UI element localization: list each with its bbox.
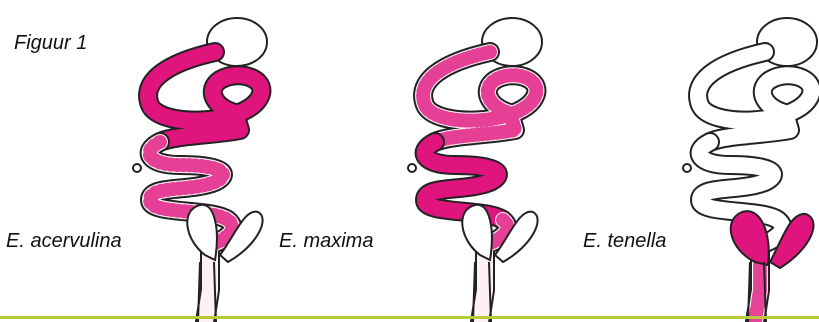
yolk-stalk-3 — [683, 164, 691, 172]
bottom-divider — [0, 316, 819, 319]
intestine-tenella — [683, 18, 817, 322]
yolk-stalk-1 — [133, 164, 141, 172]
yolk-stalk-2 — [408, 164, 416, 172]
caeca-1 — [187, 205, 217, 260]
caeca-2 — [462, 205, 492, 260]
intestine-acervulina — [133, 18, 267, 322]
intestine-maxima — [408, 18, 542, 322]
